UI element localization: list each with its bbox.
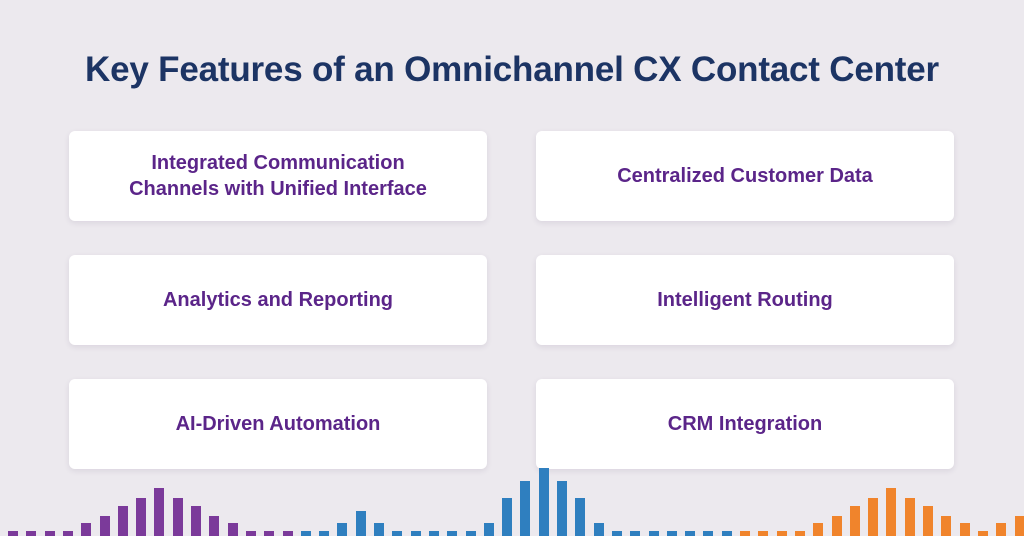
feature-label: CRM Integration [668,411,822,437]
wave-bar [447,531,458,536]
wave-bar [575,498,586,536]
feature-card-analytics: Analytics and Reporting [69,255,487,345]
wave-bar [520,481,531,536]
wave-bar [209,516,220,536]
wave-bar [776,531,787,536]
wave-bar [502,498,513,536]
wave-bar [1014,516,1024,536]
wave-bar [648,531,659,536]
wave-bar [740,531,750,536]
wave-bar [154,488,165,536]
wave-bar [538,468,549,536]
feature-label-line: CRM Integration [667,413,823,435]
feature-label-line: Intelligent Routing [657,289,833,311]
wave-bar [977,531,988,536]
wave-bar [26,531,37,536]
feature-label: Analytics and Reporting [163,287,393,313]
wave-bar [483,523,494,536]
wave-bar [611,531,622,536]
wave-bar [319,531,330,536]
wave-bar [264,531,275,536]
wave-bar [428,531,439,536]
wave-bar [282,531,293,536]
wave-bar [172,498,183,536]
wave-bar [868,498,879,536]
wave-bar [62,531,73,536]
wave-bar [923,506,933,536]
wave-bar [685,531,696,536]
wave-bar [886,488,897,536]
wave-bar [245,531,256,536]
wave-bar [996,523,1007,536]
feature-card-routing: Intelligent Routing [536,255,954,345]
sound-wave-decoration [0,456,1024,536]
wave-bar [721,531,732,536]
wave-bar [703,531,714,536]
feature-label-line: Integrated Communication [151,152,405,174]
wave-bar [392,531,403,536]
feature-label-line: Centralized Customer Data [617,165,873,187]
wave-bar [941,516,952,536]
wave-bar [117,506,128,536]
feature-label: Centralized Customer Data [617,163,873,189]
wave-bar [136,498,147,536]
wave-bar [191,506,201,536]
wave-bar [849,506,860,536]
wave-bar [758,531,769,536]
wave-bar [904,498,915,536]
feature-label-line: Channels with Unified Interface [129,178,427,200]
wave-bar [44,531,55,536]
wave-bar [813,523,824,536]
feature-card-ai-automation: AI-Driven Automation [69,379,487,469]
feature-card-crm: CRM Integration [536,379,954,469]
wave-bar [557,481,567,536]
feature-label: Intelligent Routing [657,287,833,313]
wave-bar [831,516,842,536]
wave-bar [465,531,476,536]
feature-label-line: AI-Driven Automation [175,413,381,435]
wave-bar [8,531,18,536]
feature-label-line: Analytics and Reporting [162,289,394,311]
feature-label: Integrated Communication Channels with U… [129,150,427,202]
wave-bar [227,523,238,536]
wave-bar [410,531,421,536]
wave-bar [300,531,311,536]
wave-bar [593,523,604,536]
wave-bar [374,523,384,536]
wave-bar [337,523,348,536]
wave-bar [355,511,366,536]
wave-bar [794,531,805,536]
feature-card-integrated-channels: Integrated Communication Channels with U… [69,131,487,221]
wave-bar [959,523,970,536]
wave-bar [99,516,110,536]
feature-card-customer-data: Centralized Customer Data [536,131,954,221]
page-title: Key Features of an Omnichannel CX Contac… [85,50,939,89]
feature-label: AI-Driven Automation [176,411,381,437]
wave-bar [630,531,641,536]
wave-bar [81,523,92,536]
wave-bar [666,531,677,536]
